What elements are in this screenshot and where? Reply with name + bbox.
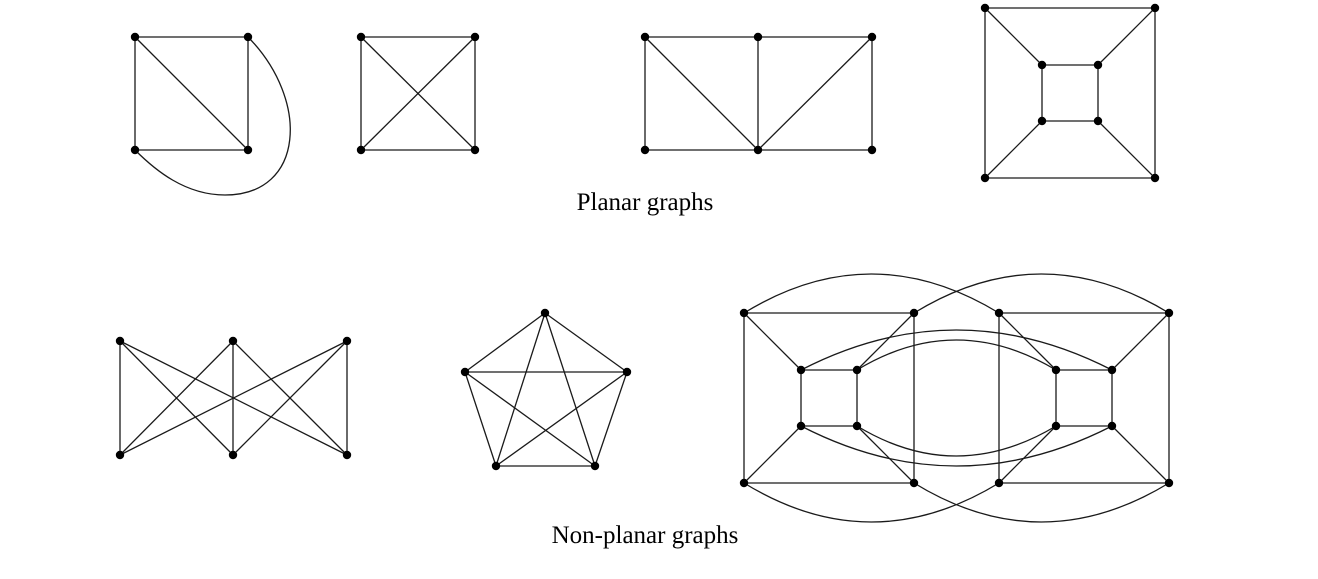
planar-cube-graph — [980, 3, 1160, 183]
graph-edge — [644, 36, 759, 151]
non-planar-graphs-caption: Non-planar graphs — [551, 522, 739, 549]
graph-vertex — [590, 461, 600, 471]
graph-curved-edge — [856, 425, 1057, 457]
graph-vertex — [640, 145, 650, 155]
graph-edge — [998, 425, 1057, 484]
graph-vertex — [1107, 421, 1117, 431]
graph-vertex — [1164, 308, 1174, 318]
graph-vertex — [342, 336, 352, 346]
graph-vertex — [243, 32, 253, 42]
graph-vertex — [980, 173, 990, 183]
graph-vertex — [1051, 365, 1061, 375]
graph-edge — [464, 371, 497, 467]
graph-vertex — [470, 32, 480, 42]
graph-vertex — [753, 145, 763, 155]
graph-edge — [757, 36, 873, 151]
graph-vertex — [491, 461, 501, 471]
graph-curved-edge — [800, 329, 1113, 371]
graph-vertex — [356, 145, 366, 155]
graph-edge — [464, 371, 596, 467]
graph-vertex — [867, 32, 877, 42]
graph-vertex — [994, 478, 1004, 488]
graph-edge — [119, 340, 234, 456]
graph-vertex — [1107, 365, 1117, 375]
graph-curved-edge — [743, 273, 1000, 314]
graph-vertex — [1051, 421, 1061, 431]
graph-vertex — [622, 367, 632, 377]
graph-vertex — [796, 421, 806, 431]
graph-vertex — [1093, 60, 1103, 70]
graph-vertex — [1093, 116, 1103, 126]
graph-edge — [1111, 312, 1170, 371]
nonplanar-double-cube-graph — [739, 273, 1174, 523]
graph-curved-edge — [134, 36, 291, 196]
graph-edge — [232, 340, 348, 456]
graph-vertex — [1037, 116, 1047, 126]
graph-vertex — [852, 421, 862, 431]
graph-vertex — [356, 32, 366, 42]
graph-edge — [856, 425, 915, 484]
graph-edge — [856, 312, 915, 371]
planar-graphs-caption: Planar graphs — [576, 189, 714, 216]
graph-curved-edge — [913, 482, 1170, 523]
graph-vertex — [130, 32, 140, 42]
graph-edge — [984, 120, 1043, 179]
graph-edge — [594, 371, 628, 467]
graph-vertex — [909, 308, 919, 318]
graph-vertex — [243, 145, 253, 155]
graph-edge — [360, 36, 476, 151]
graphs-root — [115, 3, 1174, 523]
graph-vertex — [640, 32, 650, 42]
graph-vertex — [460, 367, 470, 377]
graph-curved-edge — [913, 273, 1170, 314]
graph-vertex — [540, 308, 550, 318]
graph-vertex — [739, 308, 749, 318]
graph-edge — [1097, 7, 1156, 66]
graph-vertex — [753, 32, 763, 42]
graph-vertex — [1164, 478, 1174, 488]
graph-edge — [743, 425, 802, 484]
nonplanar-k5-graph — [460, 308, 632, 471]
graph-vertex — [1150, 173, 1160, 183]
graph-edge — [134, 36, 249, 151]
graph-edge — [119, 340, 348, 456]
graph-edge — [984, 7, 1043, 66]
graph-curved-edge — [800, 425, 1113, 467]
graph-vertex — [115, 450, 125, 460]
graph-edge — [743, 312, 802, 371]
graph-edge — [495, 371, 628, 467]
graph-vertex — [1150, 3, 1160, 13]
graph-vertex — [130, 145, 140, 155]
graph-edge — [544, 312, 628, 373]
graph-edge — [464, 312, 546, 373]
graph-vertex — [115, 336, 125, 346]
graph-edge — [1097, 120, 1156, 179]
graph-curved-edge — [856, 339, 1057, 371]
planar-fan-graph — [640, 32, 877, 155]
graph-edge — [544, 312, 596, 467]
graph-edge — [1111, 425, 1170, 484]
graph-vertex — [909, 478, 919, 488]
graph-curved-edge — [743, 482, 1000, 523]
graph-vertex — [739, 478, 749, 488]
nonplanar-k33-graph — [115, 336, 352, 460]
planar-k4-crossed-graph — [356, 32, 480, 155]
graph-vertex — [470, 145, 480, 155]
graph-vertex — [852, 365, 862, 375]
graph-vertex — [980, 3, 990, 13]
graph-vertex — [796, 365, 806, 375]
graph-vertex — [228, 450, 238, 460]
graph-vertex — [994, 308, 1004, 318]
graph-vertex — [228, 336, 238, 346]
graph-vertex — [867, 145, 877, 155]
graph-edge — [998, 312, 1057, 371]
graph-vertex — [342, 450, 352, 460]
graph-vertex — [1037, 60, 1047, 70]
planar-k4-curved-graph — [130, 32, 291, 196]
graph-edge — [495, 312, 546, 467]
